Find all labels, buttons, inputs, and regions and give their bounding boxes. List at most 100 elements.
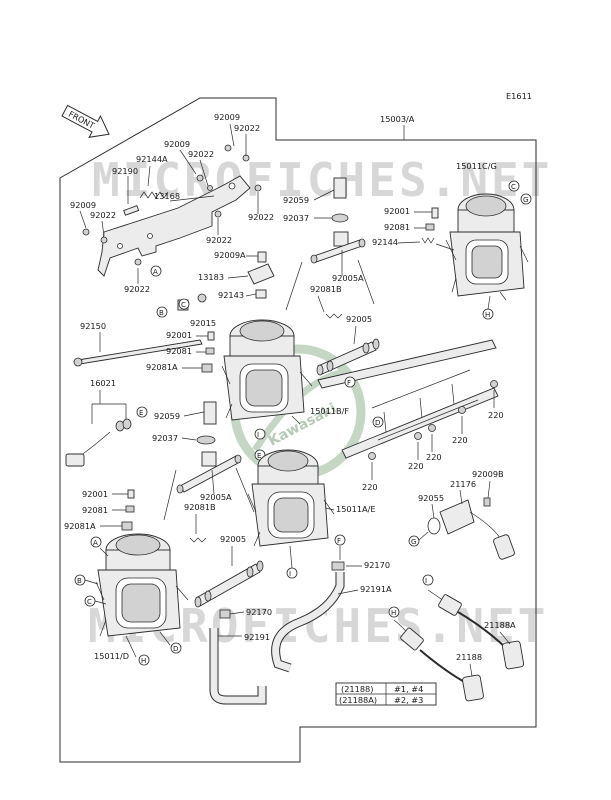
ref-letter-i-3: I xyxy=(425,577,427,585)
ref-letter-c-3: C xyxy=(87,598,92,606)
part-label: 15011/D xyxy=(94,651,129,661)
part-label: 21176 xyxy=(450,479,476,489)
part-label: 92022 xyxy=(90,210,116,220)
ref-letter-a: A xyxy=(153,268,158,276)
connector-21188 xyxy=(393,619,484,702)
lever-13183 xyxy=(247,263,275,285)
part-label: 92037 xyxy=(283,213,309,223)
fuel-joint-92005-upper xyxy=(316,338,380,376)
ref-circle-e xyxy=(136,406,148,418)
ref-circle-c-2 xyxy=(178,298,190,310)
spring-92081b-upper xyxy=(325,313,343,319)
part-label: 15011A/E xyxy=(336,504,376,514)
washer-92081 xyxy=(425,223,435,231)
ref-letter-e-2: E xyxy=(257,452,261,460)
carburetor-15011c-g xyxy=(445,193,529,301)
spring-92081b-lower xyxy=(189,537,207,543)
washer-92081a-mid xyxy=(201,363,213,373)
ref-letter-a-2: A xyxy=(93,539,98,547)
assembly-frame xyxy=(59,97,537,763)
part-label: 220 xyxy=(426,452,442,462)
collar-92143 xyxy=(255,289,267,299)
legend-cylinders: #1, #4 xyxy=(394,684,423,694)
ref-letter-b-2: B xyxy=(77,577,82,585)
ref-letter-i-2: I xyxy=(289,570,291,578)
part-label: 92037 xyxy=(152,433,178,443)
ref-circle-g xyxy=(520,193,532,205)
part-label: 92022 xyxy=(124,284,150,294)
ref-letter-d: D xyxy=(375,419,380,427)
ref-letter-h: H xyxy=(485,311,490,319)
part-label: 13183 xyxy=(198,272,224,282)
part-label: 92150 xyxy=(80,321,106,331)
part-label: 92081B xyxy=(184,502,216,512)
fuel-joint-92005a-upper xyxy=(310,231,366,264)
ref-circle-f xyxy=(344,376,356,388)
washer-92081-lower xyxy=(125,505,135,513)
screw-92009a xyxy=(257,251,267,263)
part-label: 92081 xyxy=(384,222,410,232)
oring-92037 xyxy=(331,213,349,223)
pipe-92059 xyxy=(333,177,347,199)
spring-92144a xyxy=(139,191,169,199)
ref-circle-a xyxy=(150,265,162,277)
part-label: 92144 xyxy=(372,237,398,247)
ref-letter-g-2: G xyxy=(411,538,416,546)
ref-letter-d-2: D xyxy=(173,645,178,653)
part-label: 92005 xyxy=(220,534,246,544)
part-label: 92001 xyxy=(166,330,192,340)
ref-letter-g: G xyxy=(523,196,528,204)
spring-92144 xyxy=(421,237,435,244)
part-label: 15003/A xyxy=(380,114,415,124)
part-label: 92081 xyxy=(166,346,192,356)
part-label: 92009 xyxy=(70,200,96,210)
ref-circle-h-3 xyxy=(388,606,400,618)
front-direction-arrow: FRONT xyxy=(61,104,110,138)
part-label: 92009 xyxy=(214,112,240,122)
ref-circle-f-2 xyxy=(334,534,346,546)
screw-92001-mid xyxy=(207,331,215,341)
part-label: 92055 xyxy=(418,493,444,503)
part-label: 220 xyxy=(362,482,378,492)
part-label: 16021 xyxy=(90,378,116,388)
ref-letter-c: C xyxy=(511,183,516,191)
part-label: 13168 xyxy=(154,191,180,201)
diagram-code: E1611 xyxy=(506,91,532,101)
ref-circle-g-2 xyxy=(408,535,420,547)
part-label: 21188 xyxy=(456,652,482,662)
part-label: 92059 xyxy=(283,195,309,205)
part-label: 92144A xyxy=(136,154,168,164)
ref-letter-e: E xyxy=(139,409,143,417)
part-label: 92015 xyxy=(190,318,216,328)
hose-92191 xyxy=(209,609,267,705)
part-label: 92081B xyxy=(310,284,342,294)
part-label: 92009 xyxy=(164,139,190,149)
carburetor-15011b-f xyxy=(221,319,313,425)
ref-circle-b xyxy=(156,306,168,318)
ref-circle-h-2 xyxy=(138,654,150,666)
ref-letter-h-3: H xyxy=(391,609,396,617)
carburetor-15011-d xyxy=(95,533,189,637)
part-label: 92022 xyxy=(248,212,274,222)
ref-letter-i: I xyxy=(257,431,259,439)
screws-220 xyxy=(368,380,498,460)
collar-92015 xyxy=(197,293,207,303)
hose-92191a xyxy=(271,561,345,673)
ref-circle-d-2 xyxy=(170,642,182,654)
part-label: 92022 xyxy=(188,149,214,159)
ref-circle-i-3 xyxy=(422,574,434,586)
part-label: 92170 xyxy=(246,607,272,617)
screw-92001 xyxy=(431,207,439,219)
pin-92190 xyxy=(123,205,140,216)
part-label: 92059 xyxy=(154,411,180,421)
part-label: 92022 xyxy=(234,123,260,133)
screw-92001-lower xyxy=(127,489,135,499)
legend-part: (21188A) xyxy=(339,695,377,705)
part-label: 92009A xyxy=(214,250,246,260)
part-label: 92081A xyxy=(146,362,178,372)
part-label: 92005 xyxy=(346,314,372,324)
ref-letter-c-2: C xyxy=(181,301,186,309)
legend-part: (21188) xyxy=(341,684,373,694)
